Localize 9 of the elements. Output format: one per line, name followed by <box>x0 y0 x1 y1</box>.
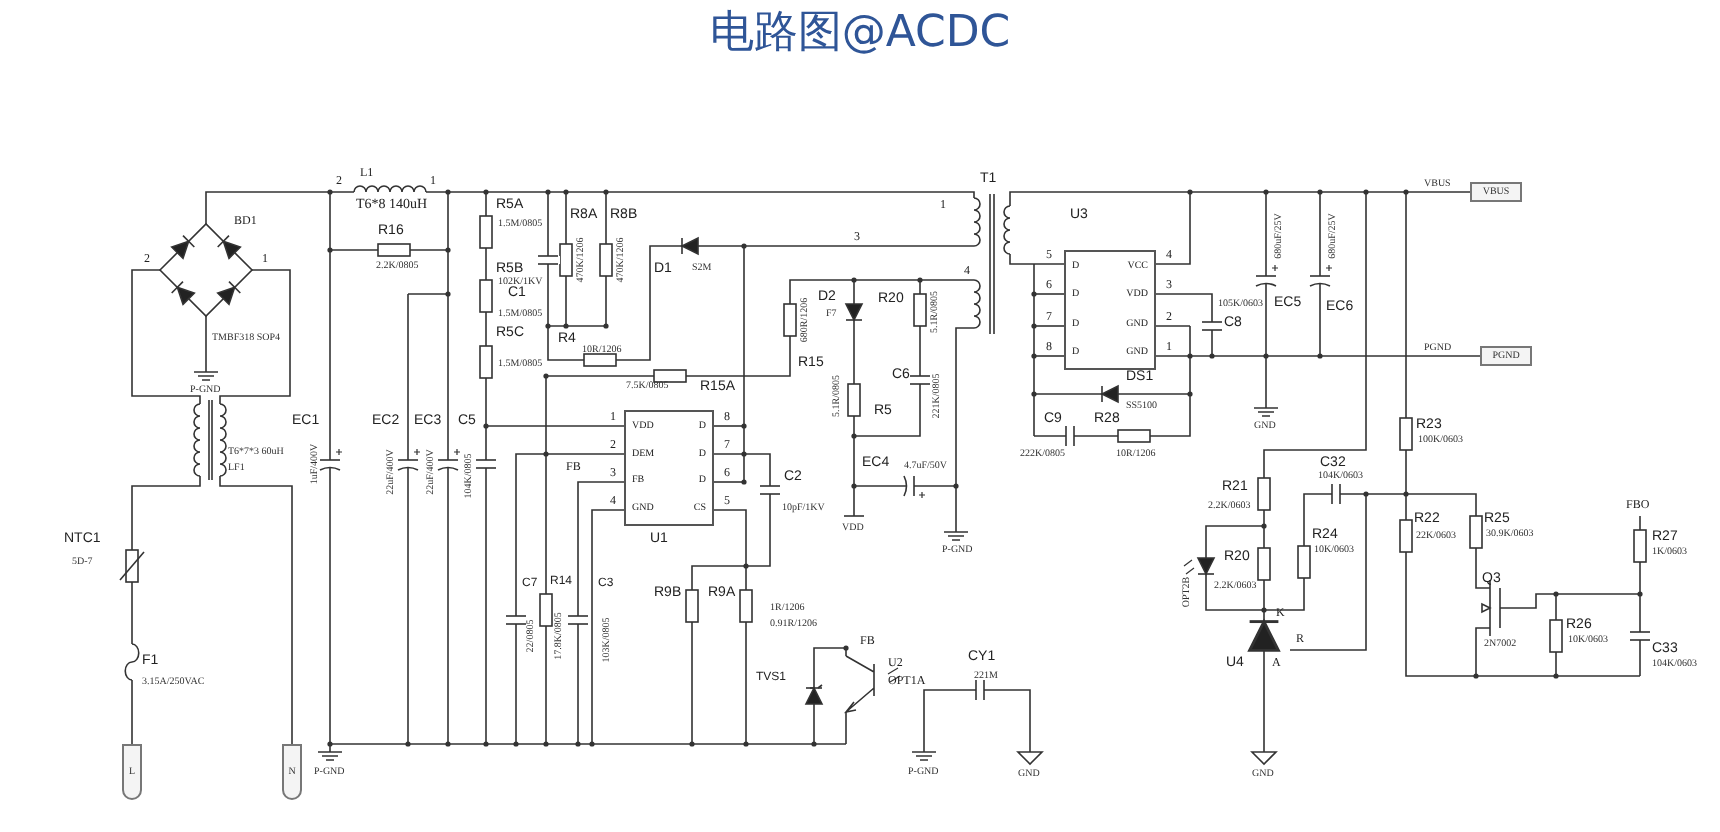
net-port <box>1470 182 1522 202</box>
terminal-connector <box>282 744 302 800</box>
net-port <box>1480 346 1532 366</box>
page-title: 电路图@ACDC <box>709 12 1011 56</box>
terminal-connector <box>122 744 142 800</box>
wire <box>1155 191 1471 265</box>
wire <box>1155 355 1481 357</box>
ic-package <box>624 410 714 526</box>
ic-package <box>1064 250 1156 370</box>
